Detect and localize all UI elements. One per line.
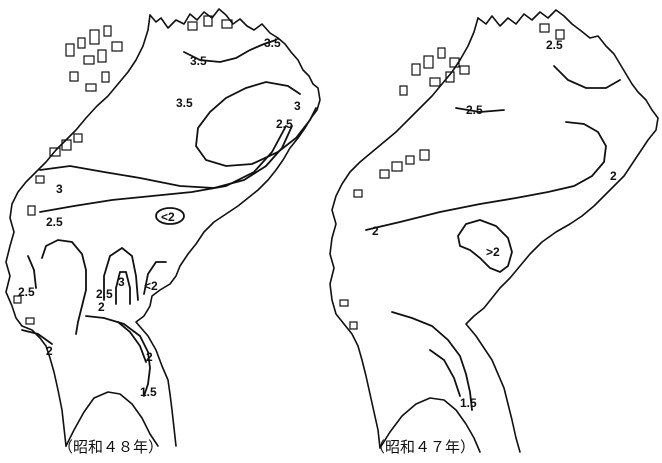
map-1973: 3.5 3.5 3 2.5 3.5 3 2.5 <2 2.5 2.5 3 <2 … [5,8,321,447]
contour-label: 2.5 [46,215,63,229]
contour-label: 2 [146,350,153,364]
contour-label: 3.5 [264,36,281,50]
coastline-west-1973 [5,14,151,447]
contour-label: 2.5 [466,103,483,117]
map-1972: 2.5 2.5 2 2 >2 1.5 [329,9,659,453]
contour-label: 2 [372,224,379,238]
contour-label: 2.5 [546,38,563,52]
contours-1972 [365,65,621,411]
contour-label: 2.5 [18,285,35,299]
contour-label: 1.5 [140,385,157,399]
contour-label: 2 [98,300,105,314]
contour-label: <2 [161,210,175,224]
contour-label: 3 [294,99,301,113]
contours-1973 [21,39,317,397]
contour-label: 3.5 [190,54,207,68]
contour-label: 2 [46,344,53,358]
contour-label: >2 [486,245,500,259]
contour-labels-1972: 2.5 2.5 2 2 >2 1.5 [372,38,617,410]
contour-label: 2.5 [96,287,113,301]
coastline-1973 [135,8,321,447]
contour-label: 3.5 [176,96,193,110]
contour-labels-1973: 3.5 3.5 3 2.5 3.5 3 2.5 <2 2.5 2.5 3 <2 … [18,36,301,399]
map-caption-1972: （昭和４７年） [370,438,476,456]
contour-label: 3 [56,182,63,196]
contour-label: 2.5 [276,117,293,131]
contour-label: 3 [118,275,125,289]
bay-bottom-1973 [65,391,159,447]
harbor-piers-1973 [13,15,233,325]
map-caption-1973: （昭和４８年） [58,438,164,456]
contour-label: 2 [610,169,617,183]
coastline-1972 [465,9,659,453]
contour-label: <2 [144,279,158,293]
coastline-west-1972 [329,17,479,449]
contour-label: 1.5 [460,396,477,410]
harbor-piers-1972 [339,23,565,330]
bay-bottom-1972 [379,397,481,453]
